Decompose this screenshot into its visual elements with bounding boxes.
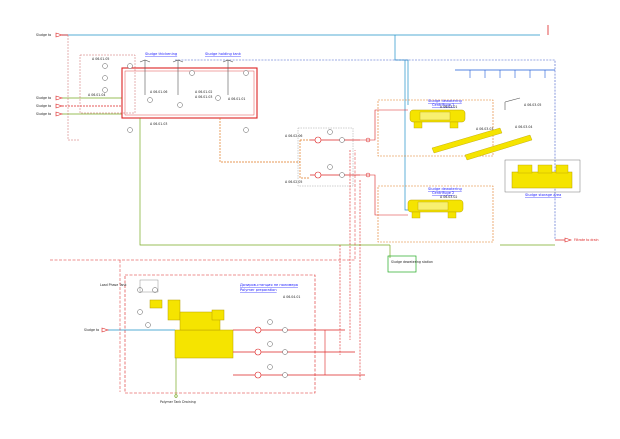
filtrate-line [139,118,390,246]
outlet-arrow [564,237,572,243]
tank-instruments [102,63,249,133]
label-polymer-en: Polymer preparation [240,288,277,292]
svg-text:A 06.02.05: A 06.02.05 [285,180,302,184]
label-sludge-thickening: Sludge thickening [145,52,177,56]
svg-text:A 06.04.01: A 06.04.01 [283,295,300,299]
label-centrifuge-2: Sludge dewatering [428,187,462,191]
dashed-link [50,150,356,261]
feed-line-c2 [360,174,408,216]
cyan-line [404,60,420,211]
svg-text:A 06.01.03: A 06.01.03 [195,95,212,99]
agitators [139,59,234,95]
label-sludge-storage: Sludge storage area [525,193,561,197]
svg-text:A 06.01.06: A 06.01.06 [150,90,167,94]
conveyor-2 [464,134,533,161]
svg-text:Sludge to: Sludge to [36,33,51,37]
dosing-pump-2 [233,341,355,356]
holding-tank-inner [124,70,255,116]
polymer-station [149,299,234,359]
svg-text:A 06.03.05: A 06.03.05 [524,103,541,107]
svg-text:A 06.01.02: A 06.01.02 [195,90,212,94]
cyan-line [394,35,409,105]
svg-text:Sludge to: Sludge to [84,328,99,332]
spray-nozzles [469,70,546,78]
sludge-storage [511,164,573,189]
centrifuge-2 [407,199,464,219]
label-sludge-holding-tank: Sludge holding tank [205,52,242,56]
centrifuge-1-frame [377,99,494,157]
label-centrifuge-1-sub: Centrifuge 1 [432,103,454,107]
svg-text:Sludge to: Sludge to [36,104,51,108]
label-polymer-ru: Дозиров.станция не полимера [240,283,298,287]
svg-text:A 06.03.02: A 06.03.02 [440,195,457,199]
label-polymer-tank-drain: Polymer Tank Draining [160,400,196,404]
centrifuge-1 [409,109,466,129]
hoist-icon [504,97,521,110]
label-right-outlet: Filtrate to drain [574,238,599,242]
pump-group-frame [297,127,354,187]
feed-pump-2 [310,164,360,179]
svg-text:A 06.02.06: A 06.02.06 [285,134,302,138]
svg-text:A 06.03.01: A 06.03.01 [440,105,457,109]
svg-text:A 06.03.04: A 06.03.04 [515,125,532,129]
drain-box [387,255,417,273]
dashed-link [67,35,80,141]
dosing-pump-1 [233,319,345,334]
feed-pump-1 [310,129,360,144]
label-centrifuge-2-sub: Centrifuge 2 [432,191,454,195]
svg-text:A 06.01.05: A 06.01.05 [92,57,109,61]
feed-line-c1 [360,109,408,141]
sludge-feed-line [299,140,310,179]
label-main-trap: Sludge dewatering station [391,260,433,264]
label-centrifuge-1: Sludge dewatering [428,99,462,103]
left-inlets [62,34,122,115]
svg-text:A 06.01.01: A 06.01.01 [228,97,245,101]
svg-text:Sludge to: Sludge to [36,96,51,100]
water-inlet-arrow [101,327,109,333]
dosing-pump-3 [233,364,365,379]
storage-frame [504,159,581,193]
svg-text:A 06.01.04: A 06.01.04 [88,93,105,97]
centrifuge-2-frame [377,185,494,243]
thickening-frame [79,54,136,114]
inlet-arrows [55,32,63,117]
svg-text:A 06.03.03: A 06.03.03 [476,127,493,131]
polymer-frame [124,274,316,394]
svg-text:A 06.01.03: A 06.01.03 [150,122,167,126]
svg-text:Load Phase Tank: Load Phase Tank [100,283,127,287]
holding-tank [121,67,258,119]
svg-text:Sludge to: Sludge to [36,112,51,116]
conveyor-1 [431,127,503,154]
sludge-feed-line [219,118,300,163]
